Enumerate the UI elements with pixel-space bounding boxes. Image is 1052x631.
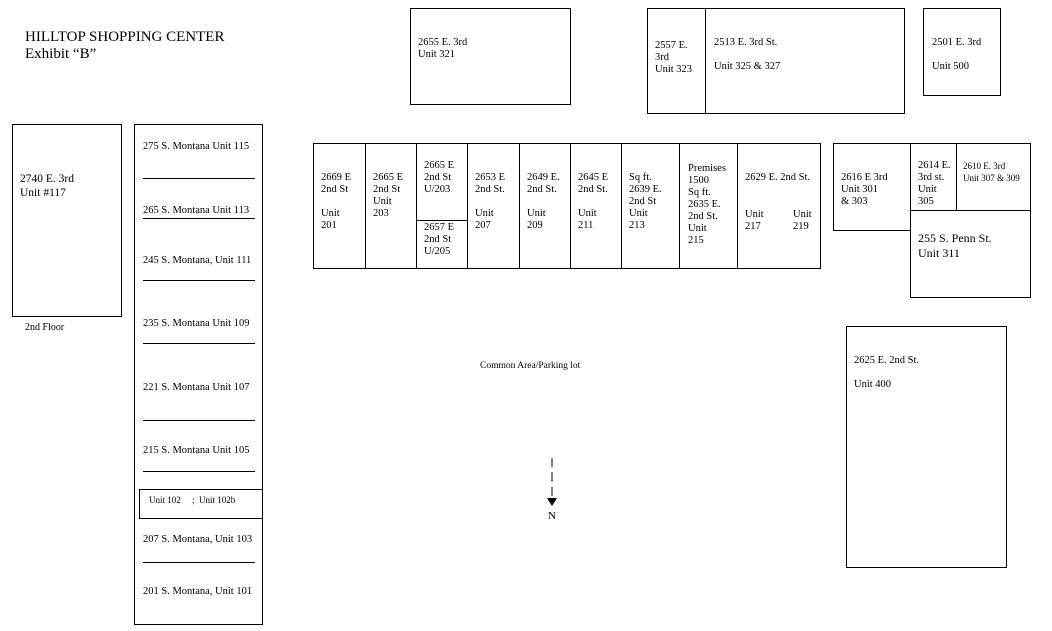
unit-102 <box>139 489 263 519</box>
unit-321-label: 2655 E. 3rd Unit 321 <box>418 37 468 60</box>
divider <box>679 143 680 269</box>
unit-215-label: Premises 1500 Sq ft. 2635 E. 2nd St. Uni… <box>688 163 726 246</box>
divider <box>143 280 255 281</box>
divider <box>143 420 255 421</box>
unit-500-label: 2501 E. 3rd Unit 500 <box>932 37 982 72</box>
unit-105: 215 S. Montana Unit 105 <box>143 445 250 456</box>
unit-102-label: Unit 102 ; Unit 102b <box>149 495 236 505</box>
unit-111: 245 S. Montana, Unit 111 <box>143 255 252 266</box>
unit-109: 235 S. Montana Unit 109 <box>143 318 250 329</box>
unit-113: 265 S. Montana Unit 113 <box>143 205 250 216</box>
unit-209-label: 2649 E. 2nd St. Unit 209 <box>527 172 560 231</box>
north-label: N <box>548 510 556 522</box>
divider <box>621 143 622 269</box>
unit-203b-label: 2665 E 2nd St U/203 <box>424 160 455 195</box>
unit-101: 201 S. Montana, Unit 101 <box>143 586 253 597</box>
unit-219-label: Unit 219 <box>793 209 812 232</box>
unit-323-label: 2557 E. 3rd Unit 323 <box>655 40 693 75</box>
plan-title: HILLTOP SHOPPING CENTER Exhibit “B” <box>25 29 225 62</box>
divider <box>365 143 366 269</box>
unit-115: 275 S. Montana Unit 115 <box>143 141 250 152</box>
divider <box>143 178 255 179</box>
unit-117 <box>12 124 122 317</box>
unit-211-label: 2645 E 2nd St. Unit 211 <box>578 172 609 231</box>
unit-205-label: 2657 E 2nd St U/205 <box>424 222 455 257</box>
divider <box>416 220 467 221</box>
unit-217-heading: 2629 E. 2nd St. <box>745 172 811 183</box>
divider <box>570 143 571 269</box>
unit-217-label: Unit 217 <box>745 209 764 232</box>
divider <box>143 471 255 472</box>
divider <box>519 143 520 269</box>
divider <box>910 210 1031 211</box>
unit-400-label: 2625 E. 2nd St. Unit 400 <box>854 355 920 390</box>
unit-107: 221 S. Montana Unit 107 <box>143 382 250 393</box>
divider <box>143 343 255 344</box>
divider <box>143 218 255 219</box>
unit-207-label: 2653 E 2nd St. Unit 207 <box>475 172 506 231</box>
building-305-311 <box>910 143 1031 298</box>
unit-103: 207 S. Montana, Unit 103 <box>143 534 253 545</box>
divider <box>416 143 417 269</box>
unit-307-label: 2610 E. 3rd Unit 307 & 309 <box>963 161 1020 183</box>
montana-column <box>134 124 263 625</box>
divider <box>956 143 957 210</box>
unit-325-label: 2513 E. 3rd St. Unit 325 & 327 <box>714 37 781 72</box>
building-2nd-st-row <box>313 143 821 269</box>
building-323-327 <box>647 8 905 114</box>
divider <box>467 143 468 269</box>
common-area-label: Common Area/Parking lot <box>480 361 581 371</box>
unit-500 <box>923 8 1001 96</box>
unit-203-label: 2665 E 2nd St Unit 203 <box>373 172 404 219</box>
divider <box>737 143 738 269</box>
unit-201-label: 2669 E 2nd St Unit 201 <box>321 172 352 231</box>
north-arrow-icon <box>545 458 559 508</box>
unit-400 <box>846 326 1007 568</box>
floor-note: 2nd Floor <box>25 322 65 333</box>
unit-117-label: 2740 E. 3rd Unit #117 <box>20 173 74 199</box>
unit-301-label: 2616 E 3rd Unit 301 & 303 <box>841 172 888 207</box>
unit-305-label: 2614 E. 3rd st. Unit 305 <box>918 160 951 207</box>
divider <box>143 562 255 563</box>
unit-311-label: 255 S. Penn St. Unit 311 <box>918 231 992 260</box>
unit-213-label: Sq ft. 2639 E. 2nd St Unit 213 <box>629 172 662 231</box>
divider <box>705 8 706 114</box>
unit-321 <box>410 8 571 105</box>
